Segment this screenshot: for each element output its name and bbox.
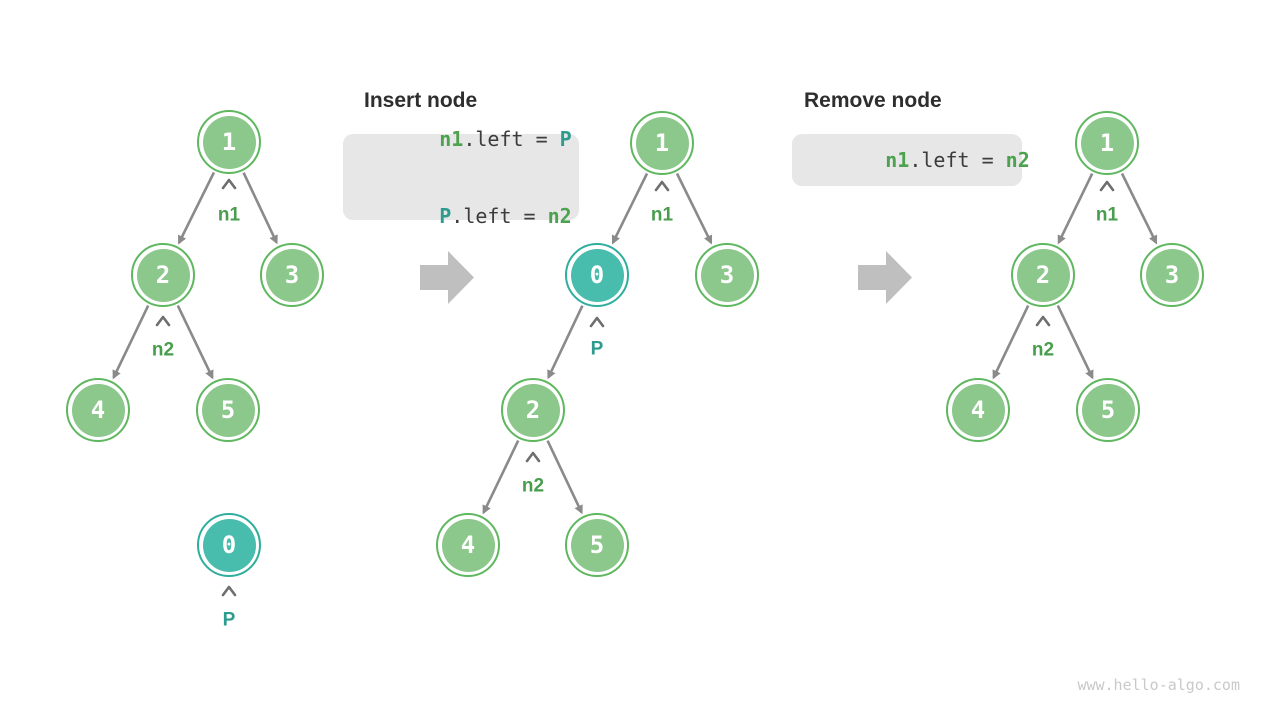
node-value: 1 bbox=[1099, 129, 1115, 157]
caret-up-icon bbox=[1035, 315, 1051, 327]
edge bbox=[546, 440, 583, 515]
block-arrow-right-icon bbox=[420, 251, 474, 304]
caret-up-icons bbox=[155, 178, 1115, 597]
code-token: .left = bbox=[451, 203, 548, 228]
tree-inserted-node-4: 4 bbox=[436, 513, 500, 577]
pointer-label-n1: n1 bbox=[217, 204, 241, 226]
code-token: .left = bbox=[909, 148, 1006, 172]
code-line: n1.left = n2 bbox=[813, 130, 1030, 190]
watermark: www.hello-algo.com bbox=[1077, 676, 1240, 694]
tree-after-node-4: 4 bbox=[946, 378, 1010, 442]
tree-after-node-5: 5 bbox=[1076, 378, 1140, 442]
tree-before-node-2: 2 bbox=[131, 243, 195, 307]
node-value: 1 bbox=[654, 129, 670, 157]
edge bbox=[482, 440, 520, 515]
pointer-label-p: P bbox=[590, 338, 604, 360]
node-value: 2 bbox=[525, 396, 541, 424]
pointer-label-n2: n2 bbox=[1031, 339, 1055, 361]
node-value: 3 bbox=[284, 261, 300, 289]
node-value: 2 bbox=[155, 261, 171, 289]
code-token-p: P bbox=[439, 203, 452, 228]
node-value: 2 bbox=[1035, 261, 1051, 289]
pointer-label-n2: n2 bbox=[151, 339, 175, 361]
node-value: 3 bbox=[1164, 261, 1180, 289]
edge bbox=[992, 305, 1030, 380]
block-arrow-right-icon bbox=[858, 251, 912, 304]
code-line: n1.left = P bbox=[367, 109, 579, 169]
tree-inserted-node-3: 3 bbox=[695, 243, 759, 307]
caret-up-icon bbox=[221, 585, 237, 597]
tree-after-node-1: 1 bbox=[1075, 111, 1139, 175]
remove-section-title: Remove node bbox=[804, 89, 942, 112]
tree-before-node-p: 0 bbox=[197, 513, 261, 577]
node-value: 4 bbox=[90, 396, 106, 424]
edge bbox=[177, 171, 216, 245]
insert-section-title: Insert node bbox=[364, 89, 478, 112]
node-value: 5 bbox=[1100, 396, 1116, 424]
edge bbox=[547, 305, 584, 380]
pointer-label-p: P bbox=[222, 609, 236, 631]
edge bbox=[1120, 172, 1158, 245]
step-arrows bbox=[420, 251, 912, 304]
tree-before-node-3: 3 bbox=[260, 243, 324, 307]
tree-before-node-5: 5 bbox=[196, 378, 260, 442]
pointer-label-n1: n1 bbox=[1095, 204, 1119, 226]
caret-up-icon bbox=[654, 180, 670, 192]
edge bbox=[242, 172, 278, 245]
edge bbox=[1056, 305, 1094, 380]
code-line: P.left = n2 bbox=[367, 186, 579, 246]
tree-inserted-node-5: 5 bbox=[565, 513, 629, 577]
insert-code-box: n1.left = P P.left = n2 bbox=[343, 129, 579, 226]
node-value: 4 bbox=[970, 396, 986, 424]
tree-before-node-4: 4 bbox=[66, 378, 130, 442]
caret-up-icon bbox=[525, 451, 541, 463]
tree-inserted-node-p: 0 bbox=[565, 243, 629, 307]
code-token-n2: n2 bbox=[1005, 148, 1030, 172]
node-value: 3 bbox=[719, 261, 735, 289]
edge bbox=[176, 305, 214, 380]
node-value: 1 bbox=[221, 128, 237, 156]
node-value: 5 bbox=[589, 531, 605, 559]
pointer-label-n2: n2 bbox=[521, 475, 545, 497]
node-value: 4 bbox=[460, 531, 476, 559]
node-value: 0 bbox=[221, 531, 237, 559]
code-token-n1: n1 bbox=[439, 126, 464, 151]
code-token: .left = bbox=[463, 126, 560, 151]
edge bbox=[1057, 173, 1094, 245]
tree-inserted-node-1: 1 bbox=[630, 111, 694, 175]
edge bbox=[611, 172, 649, 245]
edge bbox=[675, 172, 713, 245]
code-token-n1: n1 bbox=[885, 148, 910, 172]
node-value: 0 bbox=[589, 261, 605, 289]
caret-up-icon bbox=[1099, 180, 1115, 192]
code-token-n2: n2 bbox=[547, 203, 572, 228]
caret-up-icon bbox=[155, 315, 171, 327]
code-token-p: P bbox=[559, 126, 572, 151]
tree-inserted-node-2: 2 bbox=[501, 378, 565, 442]
caret-up-icon bbox=[221, 178, 237, 190]
tree-after-node-3: 3 bbox=[1140, 243, 1204, 307]
caret-up-icon bbox=[589, 316, 605, 328]
edge bbox=[112, 305, 150, 380]
remove-code-box: n1.left = n2 bbox=[792, 134, 1030, 186]
tree-before-node-1: 1 bbox=[197, 110, 261, 174]
node-value: 5 bbox=[220, 396, 236, 424]
tree-edges bbox=[112, 171, 1158, 515]
pointer-label-n1: n1 bbox=[650, 204, 674, 226]
tree-after-node-2: 2 bbox=[1011, 243, 1075, 307]
